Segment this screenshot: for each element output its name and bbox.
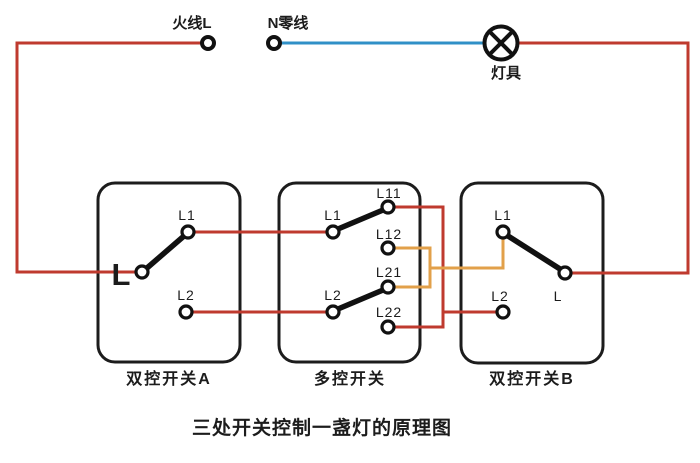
switch-a-l2-label: L2 (177, 287, 195, 303)
diagram-caption: 三处开关控制一盏灯的原理图 (192, 416, 452, 439)
multi-l21-terminal (380, 279, 396, 295)
neutral-terminal (266, 35, 282, 51)
wire-lamp-to-switch-b-common (519, 41, 690, 275)
switch-b-l1-terminal (495, 224, 511, 240)
switch-a-l2-terminal (178, 304, 194, 320)
switch-boxes (96, 181, 605, 365)
terminals (134, 35, 573, 335)
bridge-wires (394, 239, 505, 289)
switch-a-l1-label: L1 (178, 207, 196, 223)
multi-l11-terminal (380, 199, 396, 215)
live-wire-label: 火线L (172, 14, 211, 32)
multi-l1-label: L1 (324, 207, 342, 223)
multi-switch-name: 多控开关 (314, 369, 386, 388)
multi-l22-terminal (380, 319, 396, 335)
live-terminal (200, 35, 216, 51)
switch-a-common-terminal (134, 264, 150, 280)
switch-b-l2-label: L2 (491, 288, 509, 304)
multi-l11-label: L11 (376, 185, 401, 201)
multi-l12-terminal (380, 240, 396, 256)
multi-l22-label: L22 (376, 304, 402, 320)
switch-b-l2-terminal (495, 304, 511, 320)
multi-l12-label: L12 (376, 226, 402, 242)
switch-b-name: 双控开关B (489, 369, 575, 388)
multi-l2-label: L2 (324, 287, 342, 303)
lamp-label: 灯具 (491, 65, 521, 82)
multi-l21-label: L21 (376, 264, 402, 280)
switch-b-l1-label: L1 (494, 207, 512, 223)
lamp-icon (482, 24, 520, 62)
multi-l2-terminal (325, 304, 341, 320)
switch-levers (144, 207, 563, 312)
multi-switch-lever-top (335, 207, 386, 232)
multi-switch-box (277, 181, 422, 364)
multi-l1-terminal (325, 224, 341, 240)
switch-a-l1-terminal (180, 224, 196, 240)
wire-bridge-to-b-l1 (430, 239, 505, 270)
wire-live-to-switch-a-common (15, 41, 201, 274)
switch-b-common-terminal (557, 265, 573, 281)
multi-switch-lever-bottom (335, 287, 386, 312)
switch-a-name: 双控开关A (126, 369, 212, 388)
switch-a-lever (144, 233, 187, 271)
switch-a-common-label: L (112, 257, 131, 292)
switch-b-lever (505, 233, 563, 272)
neutral-wire-label: N零线 (268, 14, 309, 32)
switch-b-common-label: L (554, 288, 563, 304)
lamp-cross-line-2 (487, 29, 515, 57)
